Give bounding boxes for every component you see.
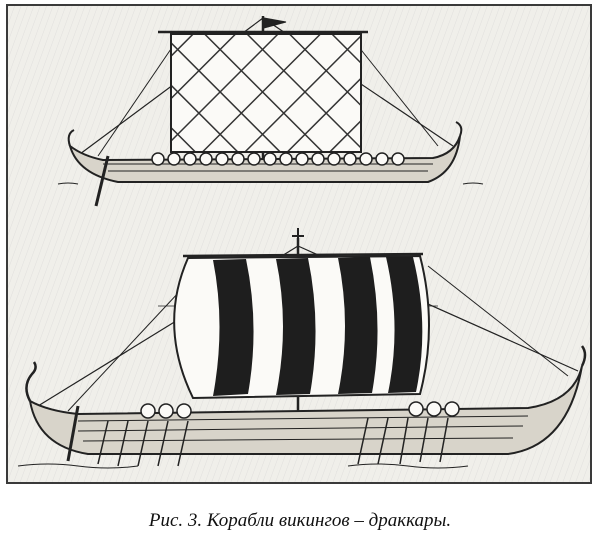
sail-stripes — [213, 257, 423, 396]
stern-icon — [580, 345, 587, 367]
mast-top-icon — [292, 228, 304, 246]
shields-row — [140, 401, 460, 419]
oars — [97, 417, 449, 467]
bottom-ship — [17, 228, 587, 469]
viking-ships-illustration — [8, 6, 590, 482]
figure-caption: Рис. 3. Корабли викингов – драккары. — [148, 510, 452, 531]
shields-row — [151, 152, 405, 166]
pennant-icon — [263, 17, 287, 29]
checkered-sail-icon — [170, 33, 362, 153]
top-ship — [57, 16, 484, 207]
dragon-prow-icon — [25, 361, 37, 402]
steering-oar-icon — [94, 155, 110, 207]
hull-icon — [28, 365, 583, 455]
illustration-frame — [6, 4, 592, 484]
